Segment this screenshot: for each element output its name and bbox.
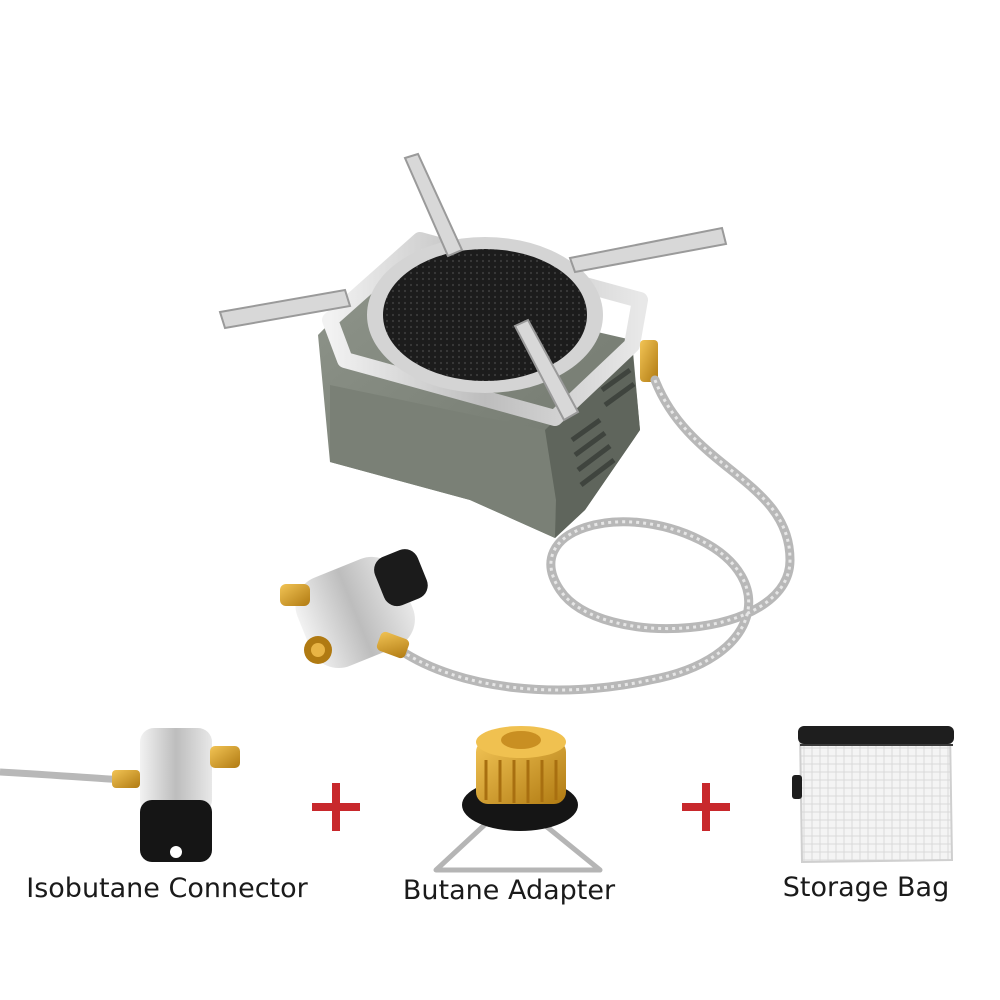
plus-icon [682,783,730,831]
pot-supports [218,152,728,422]
accessory-label-butane-adapter: Butane Adapter [402,875,616,906]
accessory-label-storage-bag: Storage Bag [782,872,950,903]
accessory-label-isobutane-connector: Isobutane Connector [26,873,308,904]
storage-bag-icon [792,726,954,864]
stove [218,152,728,538]
plus-icon [312,783,360,831]
control-valve [280,549,428,669]
butane-adapter-icon [433,726,603,873]
isobutane-connector-icon [0,728,240,862]
vent-slots [570,367,636,487]
